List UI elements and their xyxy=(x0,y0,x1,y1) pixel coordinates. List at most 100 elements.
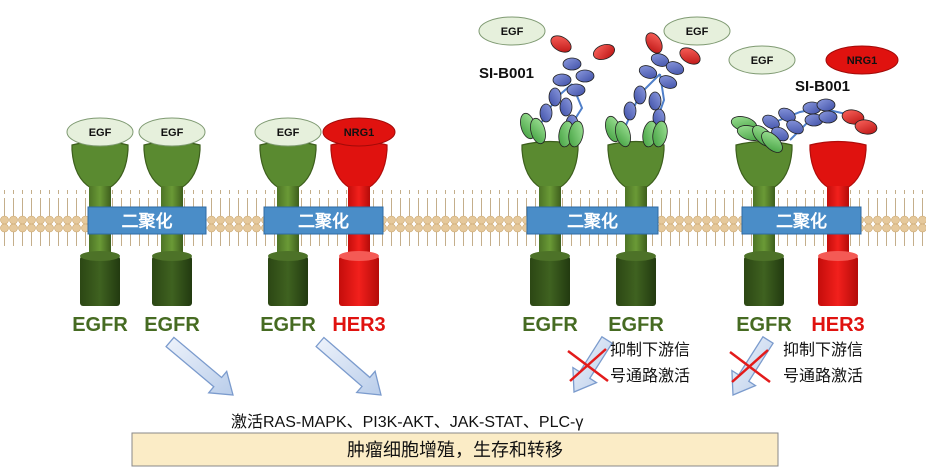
blocked-arrow-2 xyxy=(731,335,775,396)
receptor-base-top xyxy=(818,251,858,261)
antibody-domain-red xyxy=(854,119,878,135)
antibody-domain-red xyxy=(592,44,616,60)
receptor-egfr-3b xyxy=(607,140,665,306)
ligand-egf-2a: EGF xyxy=(254,117,322,147)
receptor-base-top xyxy=(530,251,570,261)
dimer-box xyxy=(263,206,384,235)
receptor-label-egfr: EGFR xyxy=(736,314,792,336)
antibody-domain-blue xyxy=(552,73,572,87)
antibody-domain-red xyxy=(679,47,701,65)
antibody-domain-blue xyxy=(762,114,780,130)
antibody-domain-blue xyxy=(548,87,562,107)
ligand-egf-4a: EGF xyxy=(728,45,796,75)
receptor-head xyxy=(71,140,129,189)
antibody-domain-red xyxy=(645,32,663,54)
inhibit-x-2 xyxy=(729,349,771,383)
dimerization-box-1: 二聚化 xyxy=(87,206,207,235)
receptor-base xyxy=(818,256,858,306)
receptor-label-egfr: EGFR xyxy=(260,314,316,336)
outcome-box xyxy=(131,432,779,467)
nrg1-label: NRG1 xyxy=(847,55,878,67)
dimer-label: 二聚化 xyxy=(776,211,827,232)
dimerization-box-4: 二聚化 xyxy=(741,206,862,235)
receptor-base xyxy=(744,256,784,306)
antibody-domain-green xyxy=(615,120,631,148)
ligand-egf-1b: EGF xyxy=(138,117,206,147)
receptor-base xyxy=(339,256,379,306)
antibody-domain-green xyxy=(568,120,584,148)
pathway-text: 激活RAS-MAPK、PI3K-AKT、JAK-STAT、PLC-γ xyxy=(231,413,583,431)
receptor-base xyxy=(80,256,120,306)
receptor-head xyxy=(521,140,579,189)
egf-label: EGF xyxy=(277,127,300,139)
antibody-domain-blue xyxy=(665,61,685,75)
receptor-base-top xyxy=(744,251,784,261)
receptor-base-top xyxy=(80,251,120,261)
ligand-egf-3a: EGF xyxy=(478,16,546,46)
inhibition-line-1: 抑制下游信 xyxy=(610,340,690,359)
receptor-head xyxy=(809,140,867,189)
inhibition-note-1: 抑制下游信 号通路激活 xyxy=(610,340,690,385)
antibody-domain-blue xyxy=(638,65,658,79)
receptor-label-egfr: EGFR xyxy=(72,314,128,336)
nrg1-ligand-shape xyxy=(322,117,396,147)
arrow-layer xyxy=(165,335,775,396)
ligand-egf-1a: EGF xyxy=(66,117,134,147)
antibody-domain-blue xyxy=(778,107,796,123)
dimer-layer: 二聚化 二聚化 二聚化 二聚化 xyxy=(87,206,862,235)
ligand-nrg1-4b: NRG1 xyxy=(825,45,899,75)
dimer-box xyxy=(526,206,659,235)
egf-label: EGF xyxy=(686,26,709,38)
receptor-label-her3: HER3 xyxy=(811,314,864,336)
drug-label-1: SI-B001 xyxy=(479,65,534,82)
dimer-label: 二聚化 xyxy=(567,211,618,232)
activation-arrow-1 xyxy=(165,336,234,396)
antibody-domain-blue xyxy=(623,101,637,121)
antibody-domain-blue xyxy=(818,110,838,124)
si-b001-antibody-3 xyxy=(730,98,878,153)
nrg1-label: NRG1 xyxy=(344,127,375,139)
antibody-domain-blue xyxy=(575,69,595,83)
antibody-domain-blue xyxy=(566,83,586,97)
egf-ligand-shape xyxy=(728,45,796,75)
blocked-arrow-1 xyxy=(572,335,613,393)
receptor-base-top xyxy=(339,251,379,261)
nrg1-ligand-shape xyxy=(825,45,899,75)
receptor-head xyxy=(259,140,317,189)
antibody-domain-blue xyxy=(559,97,573,117)
egf-ligand-shape xyxy=(66,117,134,147)
dimer-box xyxy=(741,206,862,235)
si-b001-antibody-1 xyxy=(520,35,616,148)
inhibition-line-1: 抑制下游信 xyxy=(783,340,863,359)
antibody-layer xyxy=(520,32,878,153)
receptor-base-top xyxy=(616,251,656,261)
ligand-egf-3b: EGF xyxy=(663,16,731,46)
antibody-domain-blue xyxy=(786,119,804,135)
inhibition-line-2: 号通路激活 xyxy=(610,366,690,385)
receptor-label-egfr: EGFR xyxy=(144,314,200,336)
egf-label: EGF xyxy=(89,127,112,139)
inhibition-note-2: 抑制下游信 号通路激活 xyxy=(783,340,863,385)
receptor-base xyxy=(152,256,192,306)
receptor-egfr-4a xyxy=(735,140,793,306)
inhibit-x-1 xyxy=(567,348,609,382)
receptor-base xyxy=(616,256,656,306)
activation-arrow-2 xyxy=(315,336,382,396)
egf-ligand-shape xyxy=(138,117,206,147)
antibody-domain-blue xyxy=(539,103,553,123)
receptor-base xyxy=(268,256,308,306)
antibody-domain-red xyxy=(841,109,865,125)
receptor-base-top xyxy=(268,251,308,261)
antibody-domain-green xyxy=(652,120,668,148)
antibody-domain-red xyxy=(550,35,572,53)
outcome-text: 肿瘤细胞增殖，生存和转移 xyxy=(347,439,563,461)
egf-label: EGF xyxy=(751,55,774,67)
dimer-label: 二聚化 xyxy=(122,211,173,232)
receptor-base xyxy=(530,256,570,306)
inhibition-line-2: 号通路激活 xyxy=(783,366,863,385)
receptor-label-her3: HER3 xyxy=(332,314,385,336)
antibody-domain-blue xyxy=(633,85,647,105)
dimer-label: 二聚化 xyxy=(298,211,349,232)
